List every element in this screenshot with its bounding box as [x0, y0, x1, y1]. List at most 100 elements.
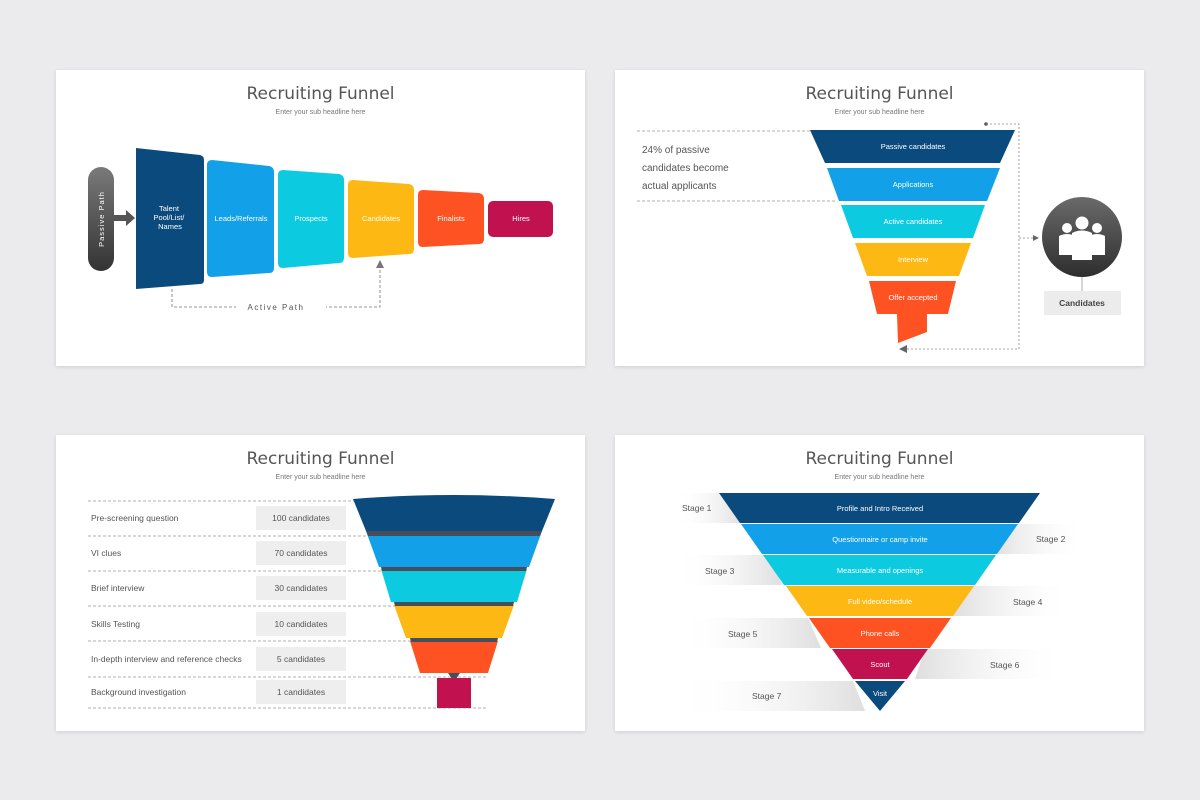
row-count-1: 100 candidates [272, 513, 330, 523]
stage-names: Stage 1 Stage 2 Stage 3 Stage 4 Stage 5 … [682, 503, 1066, 701]
slide-subtitle: Enter your sub headline here [275, 109, 366, 116]
stage-segment-label-5: Phone calls [861, 629, 900, 638]
candidates-label-box [1044, 291, 1121, 315]
note-text: 24% of passive candidates become actual … [642, 145, 732, 192]
funnel-segment-5 [869, 281, 956, 343]
vertical-funnel-diagram: 24% of passive candidates become actual … [637, 122, 1122, 353]
funnel-segment-2 [827, 168, 1000, 201]
stage-shape-4 [348, 180, 414, 258]
slide-vertical-funnel: Recruiting Funnel Enter your sub headlin… [615, 70, 1144, 366]
note-line-1: 24% of passive [642, 145, 710, 156]
stage-label-1-line-3: Names [158, 222, 182, 231]
slide-title: Recruiting Funnel [246, 449, 395, 469]
note-line-3: actual applicants [642, 181, 717, 192]
stage-label-1-line-2: Pool/List/ [154, 213, 186, 222]
funnel-segment-4 [855, 243, 971, 276]
row-count-3: 30 candidates [275, 583, 328, 593]
funnel-segment-3 [841, 205, 985, 238]
stage-name-3: Stage 3 [705, 566, 735, 576]
group-people-icon [1059, 216, 1105, 260]
funnel-layer-2 [366, 531, 542, 567]
funnel-band-1 [366, 531, 542, 536]
active-path-arrow-icon [376, 260, 384, 268]
funnel-band-2 [381, 567, 527, 571]
stage-segment-label-2: Questionnaire or camp invite [832, 535, 927, 544]
row-label-2: VI clues [91, 548, 121, 558]
slide-stage-funnel: Recruiting Funnel Enter your sub headlin… [615, 435, 1144, 731]
stage-funnel-diagram: Profile and Intro Received Questionnaire… [675, 493, 1085, 711]
candidates-label: Candidates [1059, 298, 1105, 308]
stage-shape-3 [278, 170, 344, 268]
funnel-label-1: Passive candidates [881, 142, 946, 151]
stage-name-1: Stage 1 [682, 503, 712, 513]
note-line-2: candidates become [642, 163, 729, 174]
slide-title: Recruiting Funnel [805, 84, 954, 104]
funnel-layer-1 [353, 495, 555, 531]
slide-subtitle: Enter your sub headline here [275, 474, 366, 481]
passive-path-label: Passive Path [97, 191, 106, 247]
row-label-5: In-depth interview and reference checks [91, 654, 242, 664]
count-boxes [256, 506, 346, 704]
stage-segment-label-3: Measurable and openings [837, 566, 924, 575]
stage-segment-5 [809, 618, 951, 648]
row-labels: Pre-screening question VI clues Brief in… [91, 513, 242, 697]
slide-horizontal-funnel: Recruiting Funnel Enter your sub headlin… [56, 70, 585, 366]
stage-segment-labels: Profile and Intro Received Questionnaire… [832, 504, 927, 698]
row-count-6: 1 candidates [277, 687, 325, 697]
loop-connector [905, 123, 1020, 350]
loop-arrow-icon [899, 345, 907, 353]
funnel-layer-3 [381, 569, 527, 602]
horizontal-funnel-diagram: Passive Path Talent Pool/List/ Names Lea… [88, 148, 553, 313]
row-count-5: 5 candidates [277, 654, 325, 664]
row-label-4: Skills Testing [91, 619, 140, 629]
funnel-neck [448, 673, 460, 679]
stage-name-7: Stage 7 [752, 691, 782, 701]
passive-path-pill [88, 167, 114, 271]
stage-segment-1 [719, 493, 1040, 523]
stage-segment-4 [786, 586, 974, 616]
stage-segment-label-6: Scout [870, 660, 890, 669]
stage-label-6: Hires [512, 214, 530, 223]
stage-name-2: Stage 2 [1036, 534, 1066, 544]
stage-name-6: Stage 6 [990, 660, 1020, 670]
stage-label-1: Talent Pool/List/ Names [154, 204, 187, 231]
row-count-2: 70 candidates [275, 548, 328, 558]
stage-shape-5 [418, 190, 484, 247]
slide-subtitle: Enter your sub headline here [834, 474, 925, 481]
row-count-4: 10 candidates [275, 619, 328, 629]
funnel-table-diagram: Pre-screening question VI clues Brief in… [88, 495, 555, 709]
funnel-label-4: Interview [898, 255, 929, 264]
funnel-base [437, 678, 471, 708]
stage-name-5: Stage 5 [728, 629, 758, 639]
row-label-3: Brief interview [91, 583, 145, 593]
stage-segment-label-4: Full video/schedule [848, 597, 912, 606]
row-label-6: Background investigation [91, 687, 186, 697]
row-label-1: Pre-screening question [91, 513, 179, 523]
funnel-label-2: Applications [893, 180, 934, 189]
stage-label-1-line-1: Talent [159, 204, 180, 213]
stage-segment-2 [741, 524, 1018, 554]
slide-title: Recruiting Funnel [805, 449, 954, 469]
stage-label-2: Leads/Referrals [215, 214, 268, 223]
funnel-band-3 [394, 602, 514, 606]
stage-segment-label-1: Profile and Intro Received [837, 504, 923, 513]
slide-title: Recruiting Funnel [246, 84, 395, 104]
stage-segment-7 [855, 681, 905, 711]
passive-arrow-icon [114, 210, 135, 226]
row-counts: 100 candidates 70 candidates 30 candidat… [272, 513, 330, 697]
slide-funnel-table: Recruiting Funnel Enter your sub headlin… [56, 435, 585, 731]
stage-name-4: Stage 4 [1013, 597, 1043, 607]
stage-shape-2 [207, 160, 274, 277]
slide-subtitle: Enter your sub headline here [834, 109, 925, 116]
stage-segment-3 [763, 555, 996, 585]
stage-shape-6 [488, 201, 553, 237]
funnel-layer-5 [410, 641, 498, 673]
stage-label-4: Candidates [362, 214, 400, 223]
funnel-label-3: Active candidates [884, 217, 943, 226]
funnel-label-5: Offer accepted [888, 293, 937, 302]
funnel-band-4 [410, 638, 498, 642]
stage-segment-label-7: Visit [873, 689, 888, 698]
active-path-label-bg [236, 301, 326, 313]
stage-label-5: Finalists [437, 214, 465, 223]
stage-label-3: Prospects [294, 214, 328, 223]
